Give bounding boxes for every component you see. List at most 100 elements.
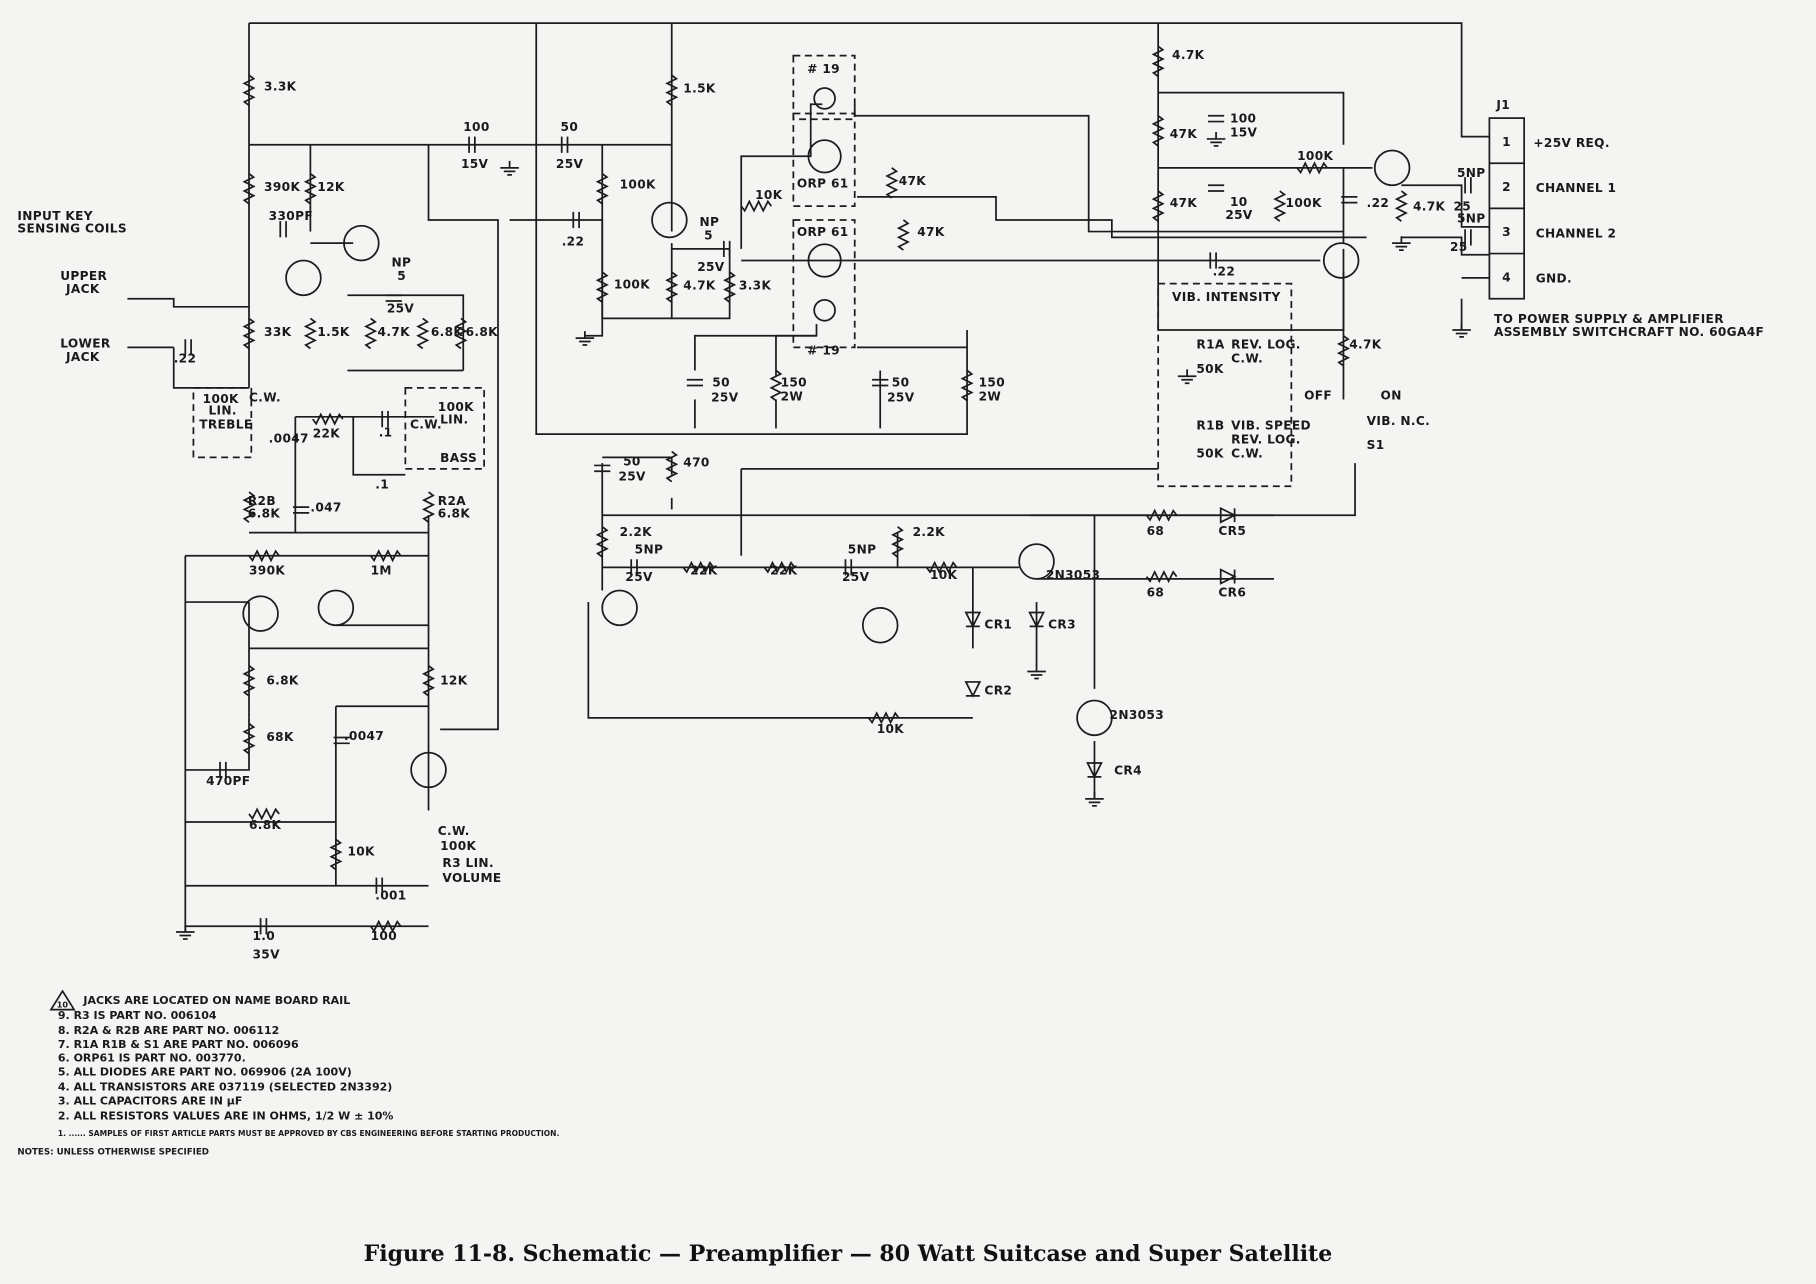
transistor-symbol [1373,149,1411,187]
component-label: 15V [461,157,489,171]
component-label: 50 [561,120,579,134]
wire [740,103,823,249]
component-label: 150 [979,376,1005,390]
component-label: 1.5K [317,325,350,339]
wire [1030,463,1356,517]
notes-block: 10 JACKS ARE LOCATED ON NAME BOARD RAIL … [17,989,560,1157]
capacitor [560,136,569,153]
component-label: 25V [387,302,415,316]
component-label: 3.3K [264,79,297,93]
component-label: REV. LOG. [1231,432,1301,446]
capacitor [468,136,476,153]
component-label: 4.7K [1172,48,1205,62]
component-label: 390K [249,563,285,577]
capacitor [594,464,611,473]
resistor [885,167,899,199]
notes-footer: NOTES: UNLESS OTHERWISE SPECIFIED [17,1147,209,1157]
resistor [595,526,609,558]
component-label: 6.8K [431,325,464,339]
component-label: 68 [1147,585,1165,599]
component-label: .001 [375,889,406,903]
components [176,45,1472,940]
component-label: 35V [252,948,280,962]
wire [775,334,817,377]
component-label: 6.8K [266,673,299,687]
transistor-symbol [242,595,279,632]
photocell-lamp-symbol [807,139,842,174]
component-label: 1.5K [683,82,716,96]
component-label: 100K [440,839,476,853]
diode-symbol [964,681,982,698]
transistor-symbol [410,751,447,789]
resistor [1145,570,1178,584]
component-label: 2N3053 [1046,568,1100,582]
component-label: 1.0 [252,929,275,943]
note: JACKS ARE LOCATED ON NAME BOARD RAIL [82,994,350,1007]
component-label: LOWER [60,336,111,350]
resistor [329,838,343,871]
capacitor [293,506,310,514]
component-label: 47K [1170,196,1198,210]
dashed-enclosure [792,219,856,349]
component-label: .0047 [344,729,384,743]
wire [694,324,818,371]
component-label: C.W. [410,417,442,431]
component-label: NP [700,215,720,229]
note: 1. ...... SAMPLES OF FIRST ARTICLE PARTS… [58,1129,560,1138]
component-label: 470 [683,456,709,470]
capacitor [872,378,889,387]
capacitor [686,378,704,387]
transistor-symbol [601,589,638,627]
component-label: ON [1381,388,1402,402]
photocell-lamp-symbol [807,243,842,278]
component-label: 50K [1196,446,1224,460]
resistor [665,450,679,483]
transistor-symbol [317,589,355,627]
ground-icon [1177,369,1197,385]
component-label: R2A [438,494,466,508]
component-label: 5 [704,229,713,243]
component-label: R1B [1196,419,1224,433]
note: 5. ALL DIODES ARE PART NO. 069906 (2A 10… [58,1066,352,1079]
wire [509,219,673,320]
component-label: 25V [1225,208,1253,222]
resistor [303,317,317,350]
resistor [248,549,280,563]
component-label: CR5 [1218,524,1246,538]
diode-symbol [1219,506,1237,524]
component-label: 47K [917,225,945,239]
component-label: 4.7K [1413,200,1446,214]
component-label: 2.2K [620,525,653,539]
wire [172,347,250,389]
wire [587,602,973,719]
component-label: 100K [1286,196,1322,210]
capacitor [381,411,389,428]
component-label: 4.7K [683,278,716,292]
figure-caption: Figure 11-8. Schematic — Preamplifier — … [364,1241,1333,1267]
wire [740,468,1159,556]
component-label: 15V [1230,126,1258,140]
resistor [242,491,256,523]
pin-number: 1 [1502,135,1511,149]
component-label: CR4 [1114,764,1142,778]
resistor [303,172,317,205]
resistor [682,560,715,574]
component-label: .22 [1213,265,1236,279]
transistor-symbol [651,201,688,239]
component-label: 25 [1453,200,1471,214]
capacitor [375,877,384,894]
component-label: 100K [620,178,656,192]
resistor [1145,508,1178,522]
component-label: 4.7K [378,325,411,339]
resistor [242,722,256,755]
component-label: 330PF [269,209,313,223]
wire [1158,91,1345,145]
component-label: .1 [379,425,393,439]
pin-number: 2 [1502,180,1511,194]
transistor-symbol [1018,543,1055,580]
capacitor [844,559,853,576]
component-label: 25V [842,570,870,584]
component-label: CR3 [1048,618,1076,632]
component-label: VOLUME [442,871,501,885]
transistor-symbol [1076,699,1113,737]
